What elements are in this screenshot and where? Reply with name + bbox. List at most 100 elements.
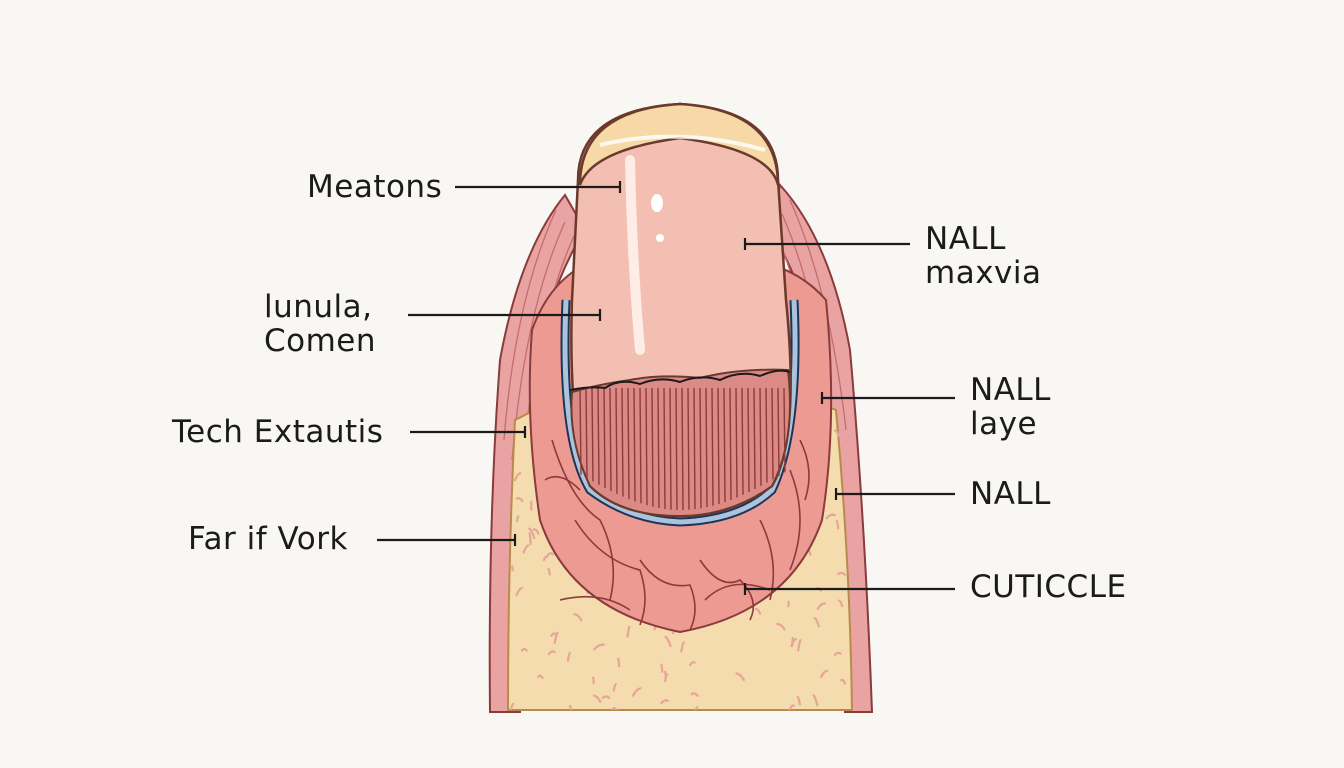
tissue-speckle — [510, 565, 514, 572]
tissue-speckle — [790, 638, 798, 648]
tissue-speckle — [515, 515, 520, 522]
striation-line — [705, 387, 708, 508]
striation-line — [693, 387, 696, 510]
label-meatons: Meatons — [307, 169, 443, 205]
tissue-speckle — [833, 651, 842, 656]
tissue-speckle — [833, 429, 840, 437]
striation-line — [627, 387, 630, 500]
striation-line — [699, 387, 702, 509]
striation-line — [681, 387, 684, 510]
tissue-speckle — [788, 704, 795, 710]
tissue-speckle — [515, 497, 524, 503]
label-far-if-vork: Far if Vork — [188, 521, 348, 557]
tissue-speckle — [601, 695, 611, 700]
striation-line — [621, 387, 624, 497]
tissue-speckle — [522, 544, 530, 554]
tissue-speckle — [797, 639, 802, 652]
label-tech-extautis: Tech Extautis — [172, 414, 384, 450]
striation-line — [651, 387, 654, 507]
tissue-speckle — [513, 472, 522, 482]
striation-line — [645, 387, 648, 506]
tissue-speckle — [515, 586, 524, 597]
tissue-speckle — [754, 607, 762, 615]
striation-line — [747, 387, 750, 492]
tissue-speckle — [664, 635, 672, 648]
striation-line — [669, 387, 672, 510]
tissue-speckle — [528, 527, 536, 540]
tissue-speckle — [837, 599, 844, 608]
striation-line — [675, 387, 678, 510]
nail-plate — [569, 102, 792, 518]
tissue-speckle — [626, 625, 631, 638]
striation-line — [711, 387, 714, 506]
tissue-speckle — [573, 613, 583, 622]
striation-line — [579, 387, 582, 475]
striation-line — [687, 387, 690, 510]
striation-line — [657, 387, 660, 508]
striation-line — [603, 387, 606, 488]
tissue-speckle — [593, 643, 606, 651]
striation-line — [663, 387, 666, 509]
striation-line — [639, 387, 642, 504]
free-edge — [578, 102, 780, 186]
tissue-speckle — [735, 672, 745, 682]
tissue-speckle — [611, 707, 618, 710]
striation-line — [615, 387, 618, 494]
tissue-speckle — [787, 600, 791, 608]
tissue-speckle — [592, 676, 595, 685]
striation-line — [771, 387, 774, 480]
tissue-speckle — [532, 528, 540, 535]
striation-line — [723, 387, 726, 503]
tissue-speckle — [690, 692, 699, 697]
tissue-speckle — [553, 631, 559, 645]
tissue-speckle — [796, 695, 802, 706]
label-nail-maxvia: NALL maxvia — [925, 221, 1042, 291]
striation-line — [759, 387, 762, 486]
tissue-speckle — [835, 519, 840, 530]
tissue-speckle — [813, 617, 820, 628]
tissue-speckle — [566, 651, 571, 662]
striation-line — [609, 387, 612, 492]
label-cuticcle: CUTICCLE — [970, 569, 1127, 605]
tissue-speckle — [680, 641, 685, 653]
striation-line — [717, 387, 720, 505]
striation-line — [735, 387, 738, 498]
striation-line — [597, 387, 600, 485]
leader-lines — [377, 181, 955, 595]
label-nail: NALL — [970, 476, 1051, 512]
tissue-speckle — [660, 663, 664, 673]
tissue-speckle — [547, 650, 556, 656]
tissue-speckle — [617, 657, 621, 668]
tissue-speckle — [660, 699, 669, 705]
tissue-speckle — [520, 647, 528, 652]
label-lunula-comen: lunula, Comen — [264, 289, 377, 359]
tissue-speckle — [820, 669, 829, 679]
tissue-speckle — [528, 532, 532, 546]
tissue-speckle — [550, 632, 557, 637]
striation-line — [591, 387, 594, 482]
tissue-speckle — [592, 694, 602, 703]
tissue-speckle — [825, 513, 836, 520]
striation-line — [729, 387, 732, 500]
tissue-speckle — [612, 683, 617, 692]
striation-line — [753, 387, 756, 489]
tissue-speckle — [547, 567, 551, 576]
tissue-speckle — [812, 694, 819, 707]
striation-line — [741, 387, 744, 495]
tissue-speckle — [689, 660, 696, 667]
tissue-speckle — [631, 687, 642, 697]
striation-line — [777, 387, 780, 476]
tissue-speckle — [776, 622, 786, 631]
tissue-speckle — [542, 555, 549, 562]
tissue-speckle — [837, 571, 847, 576]
label-nail-laye: NALL laye — [970, 372, 1051, 442]
tissue-speckle — [510, 702, 515, 710]
tissue-speckle — [663, 670, 667, 678]
striation-line — [585, 387, 588, 479]
striation-line — [633, 387, 636, 502]
striation-line — [765, 387, 768, 483]
striation-line — [783, 387, 786, 473]
tissue-speckle — [840, 678, 847, 685]
tissue-speckle — [816, 602, 826, 610]
